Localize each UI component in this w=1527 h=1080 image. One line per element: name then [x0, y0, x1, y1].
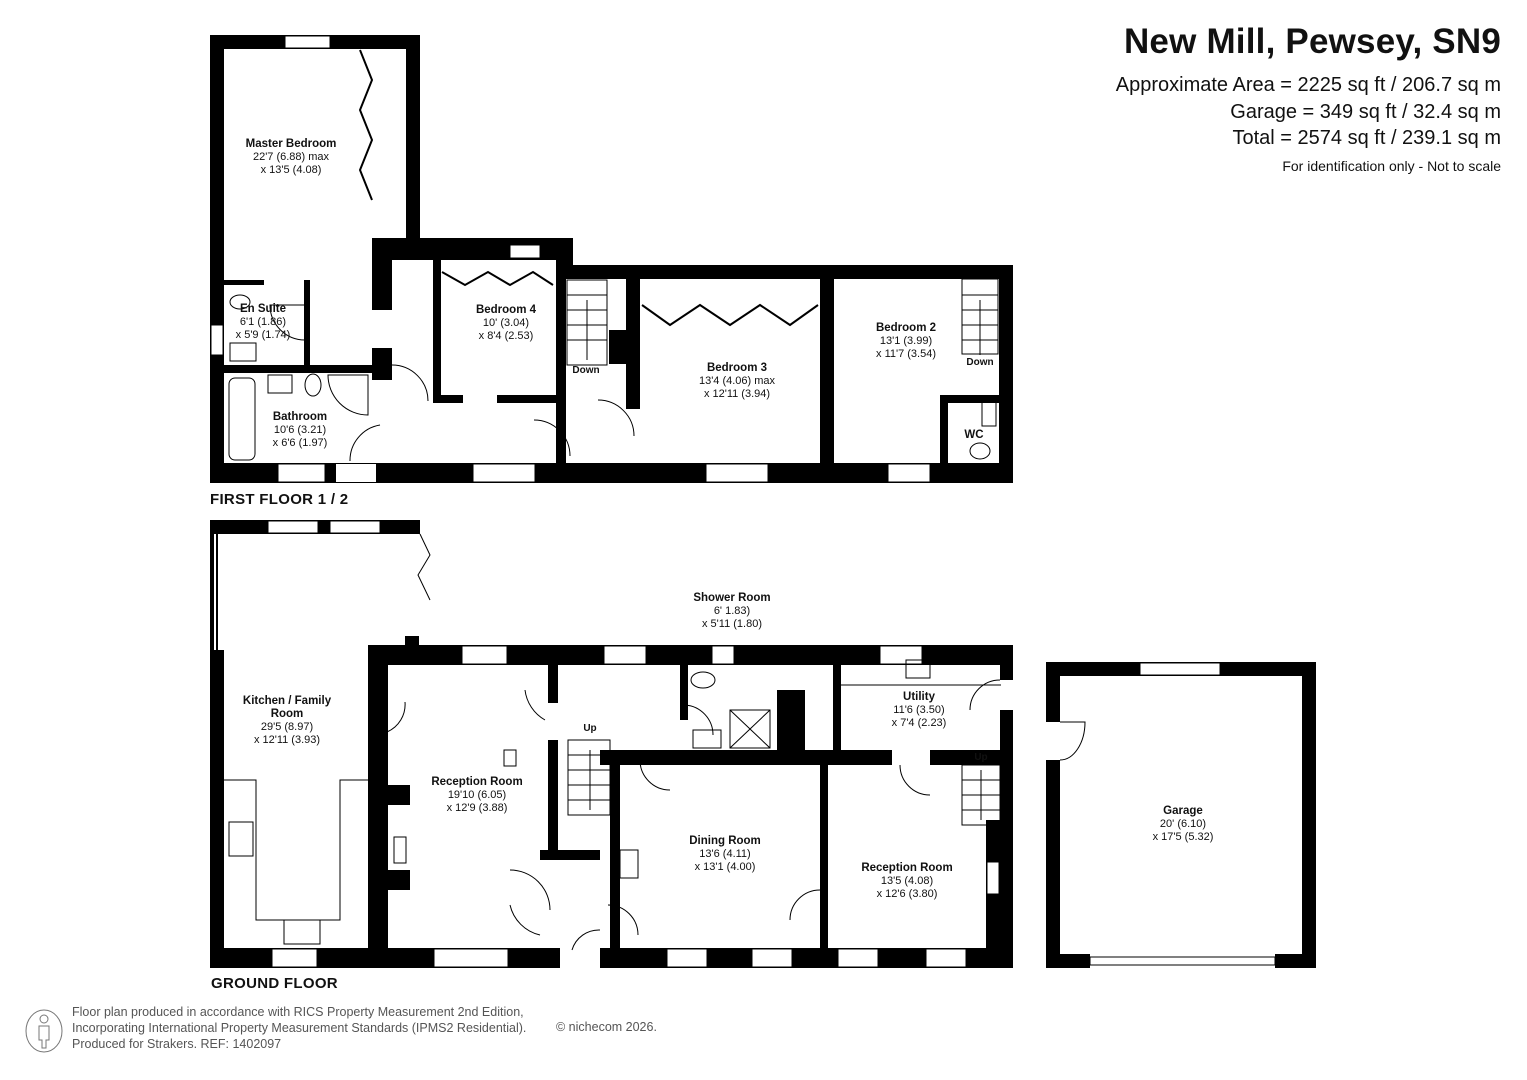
disclaimer-note: For identification only - Not to scale [1282, 158, 1501, 174]
room-dimensions: x 13'5 (4.08) [260, 164, 322, 176]
room-name: Reception Room [431, 776, 523, 788]
stairs-down-label: Down [572, 365, 600, 376]
sink-icon [283, 919, 321, 945]
room-dimensions: 13'6 (4.11) [699, 848, 751, 860]
room-name: Shower Room [693, 592, 771, 604]
room-name: Bedroom 4 [475, 304, 537, 316]
stairs-up-label: Up [974, 752, 988, 763]
room-name: Reception Room [861, 862, 953, 874]
garage-walls [1046, 662, 1316, 968]
room-dimensions: x 5'11 (1.80) [702, 618, 762, 630]
room-dimensions: x 8'4 (2.53) [478, 330, 534, 342]
approximate-area: Approximate Area = 2225 sq ft / 206.7 sq… [1115, 74, 1501, 96]
footer-line: Produced for Strakers. REF: 1402097 [72, 1037, 282, 1051]
stairs-up-label: Up [583, 723, 597, 734]
copyright: © nichecom 2026. [556, 1020, 657, 1034]
garage-openings [1059, 662, 1276, 966]
room-dimensions: 20' (6.10) [1159, 818, 1207, 830]
room-dimensions: x 12'11 (3.93) [253, 734, 321, 746]
room-name: Bedroom 3 [706, 362, 768, 374]
room-dimensions: 11'6 (3.50) [893, 704, 945, 716]
room-dimensions: 10' (3.04) [482, 317, 530, 329]
room-label: WC [964, 429, 983, 442]
room-dimensions: x 5'9 (1.74) [235, 329, 291, 341]
room-dimensions: 6'1 (1.86) [239, 316, 287, 328]
room-name: Master Bedroom [245, 138, 337, 150]
room-name: Kitchen / Family Room [242, 695, 332, 720]
room-dimensions: 22'7 (6.88) max [252, 151, 330, 163]
person-logo-icon [25, 1009, 63, 1053]
shower-icon [729, 709, 771, 749]
footer-line: Incorporating International Property Mea… [72, 1021, 527, 1035]
footer-text: Floor plan produced in accordance with R… [72, 1004, 526, 1052]
room-dimensions: x 12'6 (3.80) [876, 888, 938, 900]
property-title: New Mill, Pewsey, SN9 [1123, 22, 1501, 61]
toilet-icon [690, 671, 716, 689]
hob-icon [228, 821, 254, 857]
first-floor-windows [210, 35, 931, 483]
ground-floor-windows [267, 520, 1000, 968]
room-dimensions: x 17'5 (5.32) [1152, 831, 1214, 843]
room-dimensions: x 11'7 (3.54) [876, 348, 936, 360]
room-dimensions: 13'1 (3.99) [879, 335, 933, 347]
room-dimensions: x 6'6 (1.97) [272, 437, 328, 449]
room-dimensions: x 12'9 (3.88) [446, 802, 508, 814]
first-floor-fixtures [228, 49, 999, 462]
room-dimensions: 6' 1.83) [713, 605, 751, 617]
staircase-icon [566, 278, 999, 366]
room-dimensions: 10'6 (3.21) [273, 424, 327, 436]
room-name: Utility [903, 691, 935, 703]
ground-floor-label: GROUND FLOOR [211, 975, 338, 992]
footer-line: Floor plan produced in accordance with R… [72, 1005, 524, 1019]
room-dimensions: x 12'11 (3.94) [703, 388, 771, 400]
room-dimensions: 13'4 (4.06) max [698, 375, 776, 387]
room-name: Dining Room [689, 835, 761, 847]
room-dimensions: 13'5 (4.08) [880, 875, 934, 887]
room-name: Bedroom 2 [875, 322, 937, 334]
first-floor-label: FIRST FLOOR 1 / 2 [210, 491, 349, 508]
total-area: Total = 2574 sq ft / 239.1 sq m [1232, 127, 1502, 149]
room-dimensions: x 13'1 (4.00) [694, 861, 756, 873]
first-floor-walls [210, 35, 1013, 483]
room-dimensions: 19'10 (6.05) [447, 789, 507, 801]
room-dimensions: x 7'4 (2.23) [891, 717, 947, 729]
room-name: Bathroom [272, 411, 328, 423]
staircase-icon [567, 739, 611, 816]
room-name: En Suite [239, 303, 286, 315]
room-dimensions: 29'5 (8.97) [260, 721, 314, 733]
room-name: Garage [1163, 805, 1203, 817]
basin-icon [692, 729, 722, 749]
room-name: WC [964, 429, 984, 441]
stairs-down-label: Down [966, 357, 994, 368]
garage-area: Garage = 349 sq ft / 32.4 sq m [1230, 101, 1501, 123]
